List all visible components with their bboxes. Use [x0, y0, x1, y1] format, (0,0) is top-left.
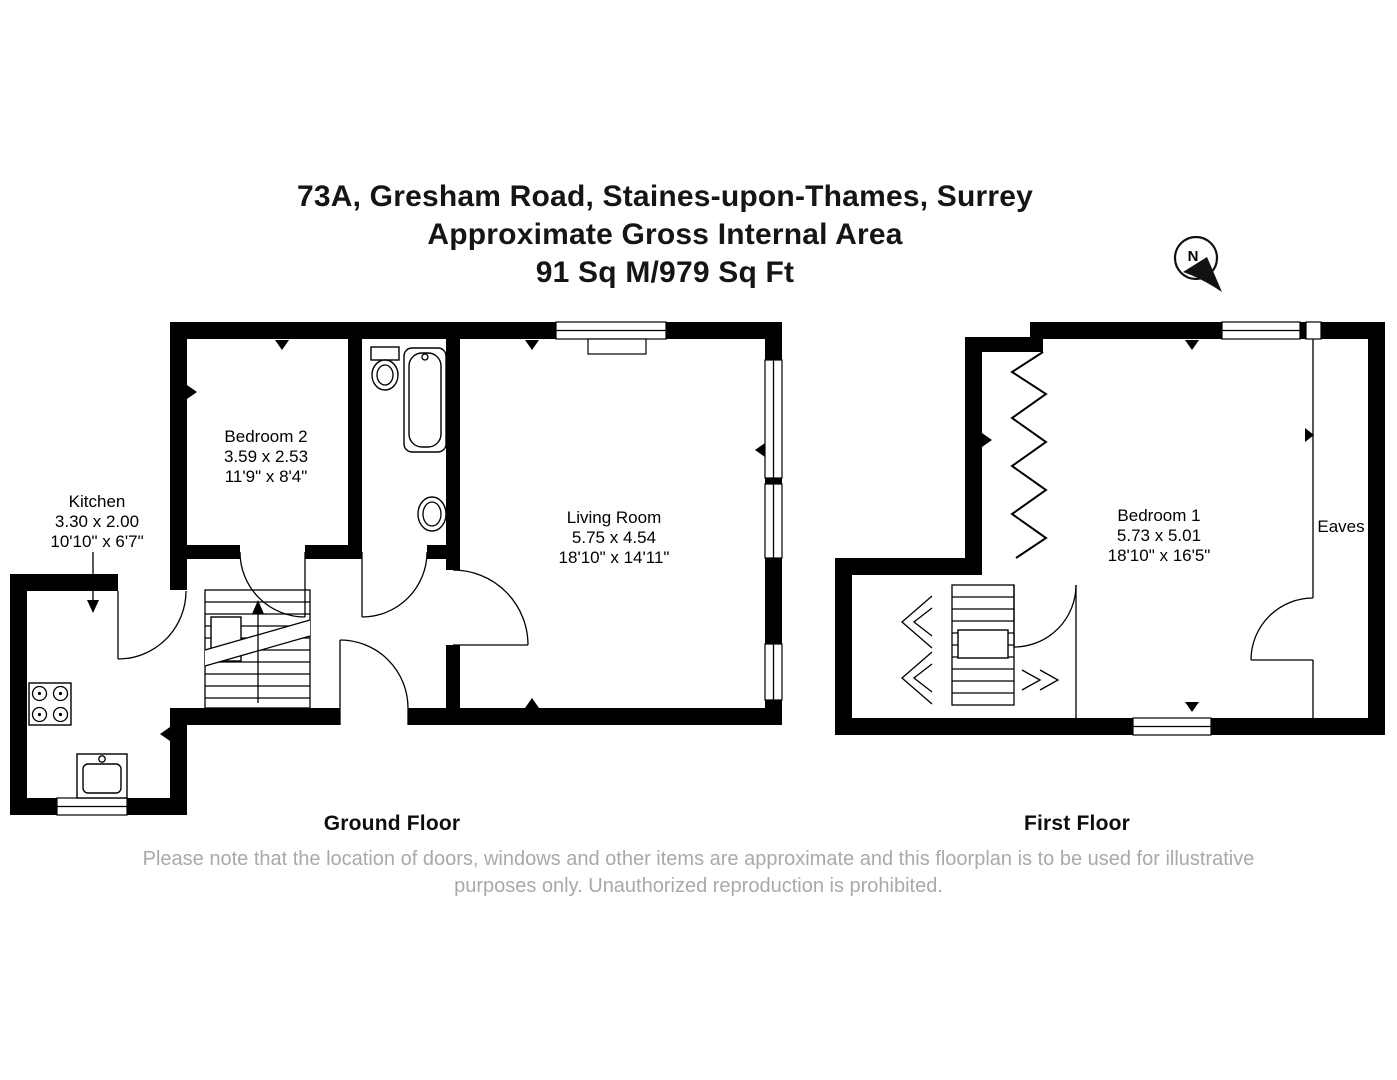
first-floor-plan [835, 321, 1385, 736]
first-floor-caption: First Floor [1023, 812, 1131, 835]
basin-icon [417, 496, 447, 532]
ground-floor-stairs [204, 589, 311, 709]
room-label-living-room: Living Room 5.75 x 4.54 18'10" x 14'11" [559, 508, 670, 568]
room-dim-imperial: 10'10" x 6'7" [50, 532, 144, 551]
room-dim-imperial: 18'10" x 14'11" [558, 548, 670, 567]
bathtub-icon [403, 347, 447, 453]
ground-floor-walls [10, 322, 782, 815]
room-dim-metric: 5.73 x 5.01 [1116, 526, 1202, 545]
first-measure-arrows [982, 340, 1314, 712]
room-name: Bedroom 1 [1117, 506, 1201, 525]
ground-floor-doors [117, 551, 529, 709]
room-name: Kitchen [68, 492, 126, 511]
room-label-bedroom-2: Bedroom 2 3.59 x 2.53 11'9" x 8'4" [224, 427, 308, 487]
ground-floor-plan [10, 321, 783, 816]
room-label-eaves: Eaves [1317, 517, 1364, 537]
address-title: 73A, Gresham Road, Staines-upon-Thames, … [296, 180, 1034, 213]
room-name: Living Room [566, 508, 662, 527]
disclaimer-line-2: purposes only. Unauthorized reproduction… [454, 875, 943, 897]
disclaimer: Please note that the location of doors, … [0, 846, 1397, 900]
landing-chevrons [901, 595, 933, 705]
area-value: 91 Sq M/979 Sq Ft [535, 256, 795, 289]
sloped-ceiling-zigzag [1010, 351, 1048, 559]
disclaimer-line-1: Please note that the location of doors, … [142, 848, 1255, 870]
compass-icon: N [1173, 235, 1222, 292]
room-dim-metric: 3.30 x 2.00 [54, 512, 140, 531]
room-label-kitchen: Kitchen 3.30 x 2.00 10'10" x 6'7" [50, 492, 143, 552]
room-name: Bedroom 2 [224, 427, 308, 446]
ground-floor-windows [56, 321, 783, 816]
north-pointer [1183, 257, 1222, 292]
eaves-boundary [1250, 339, 1314, 718]
room-label-bedroom-1: Bedroom 1 5.73 x 5.01 18'10" x 16'5" [1108, 506, 1211, 566]
area-label: Approximate Gross Internal Area [427, 218, 903, 251]
first-floor-stairs [951, 584, 1077, 718]
room-dim-metric: 3.59 x 2.53 [223, 447, 309, 466]
toilet-icon [370, 346, 400, 391]
kitchen-sink-icon [76, 753, 128, 799]
room-dim-imperial: 18'10" x 16'5" [1107, 546, 1211, 565]
first-floor-windows [1132, 321, 1322, 736]
room-name: Eaves [1317, 517, 1365, 536]
kitchen-leader-arrow [87, 552, 99, 613]
ground-floor-caption: Ground Floor [323, 812, 461, 835]
ground-measure-arrows [160, 340, 765, 741]
plan-header: 73A, Gresham Road, Staines-upon-Thames, … [297, 178, 1033, 292]
room-dim-metric: 5.75 x 4.54 [571, 528, 657, 547]
north-label: N [1188, 248, 1199, 265]
stove-icon [28, 682, 72, 726]
room-dim-imperial: 11'9" x 8'4" [224, 467, 308, 486]
